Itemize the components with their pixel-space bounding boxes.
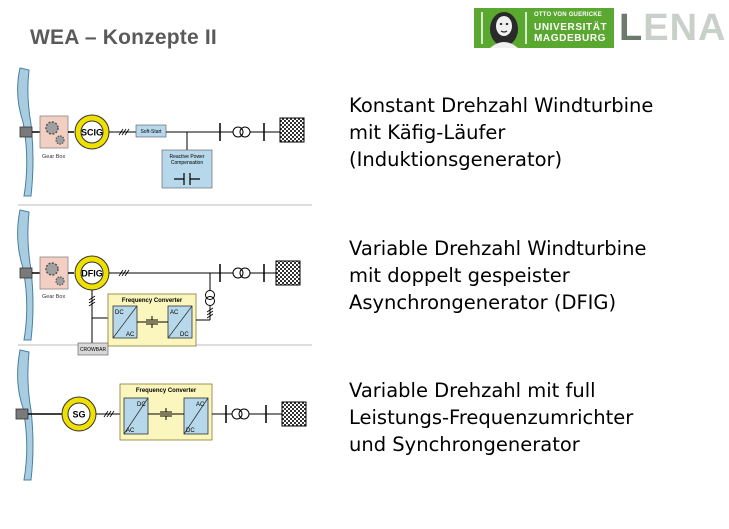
- description-line: Variable Drehzahl mit full: [349, 379, 596, 402]
- concept-scig-diagram: Gear Box SCIG Soft-Start Reactive Power …: [17, 67, 305, 197]
- description-line: Leistungs-Frequenzumrichter: [349, 406, 634, 429]
- grid-icon: [281, 401, 307, 427]
- concept-sg-diagram: SG Frequency Converter DC AC AC DC: [15, 349, 307, 481]
- converter-label: Frequency Converter: [136, 388, 197, 394]
- concept-2-description: Variable Drehzahl Windturbine mit doppel…: [349, 235, 646, 316]
- transformer-icon: [232, 267, 244, 279]
- gearbox-label: Gear Box: [42, 154, 65, 160]
- dc-label: DC: [137, 402, 146, 408]
- converter-label: Frequency Converter: [122, 298, 183, 304]
- lena-logo-text: LENA: [619, 7, 727, 49]
- generator-label: DFIG: [81, 269, 103, 279]
- dc-label: DC: [186, 428, 195, 434]
- portrait-icon: [481, 12, 527, 48]
- hub-icon: [15, 408, 29, 420]
- softstart-label: Soft-Start: [140, 129, 162, 135]
- description-line: und Synchrongenerator: [349, 433, 580, 456]
- concept-dfig-diagram: Gear Box DFIG CROWBAR Frequency Converte…: [17, 209, 301, 356]
- transformer-icon: [205, 296, 215, 306]
- capacitor-icon: [160, 408, 172, 420]
- logo-line-1: OTTO VON GUERICKE: [534, 12, 602, 18]
- grid-icon: [275, 260, 301, 286]
- slide-title: WEA – Konzepte II: [30, 26, 217, 49]
- logo-line-3: MAGDEBURG: [534, 33, 607, 44]
- description-line: (Induktionsgenerator): [349, 148, 563, 171]
- description-line: mit doppelt gespeister: [349, 264, 570, 287]
- description-line: mit Käfig-Läufer: [349, 121, 506, 144]
- gearbox-label: Gear Box: [42, 294, 65, 300]
- dc-label: DC: [115, 310, 124, 316]
- description-line: Konstant Drehzahl Windturbine: [349, 94, 654, 117]
- university-logo: OTTO VON GUERICKE UNIVERSITÄT MAGDEBURG …: [474, 7, 729, 49]
- gear-icon: [45, 262, 59, 276]
- logo-line-2: UNIVERSITÄT: [534, 22, 608, 33]
- ac-label: AC: [196, 402, 205, 408]
- crowbar-box: [77, 342, 109, 356]
- ac-label: AC: [126, 332, 135, 338]
- compensation-box: [161, 149, 213, 189]
- generator-label: SG: [72, 410, 85, 420]
- hub-icon: [19, 126, 33, 138]
- capacitor-icon: [146, 316, 158, 328]
- gear-icon: [45, 121, 59, 135]
- ac-label: AC: [170, 310, 179, 316]
- concept-3-description: Variable Drehzahl mit full Leistungs-Fre…: [349, 377, 633, 458]
- description-line: Asynchrongenerator (DFIG): [349, 291, 617, 314]
- hub-icon: [19, 267, 33, 279]
- gearbox-icon: [39, 115, 69, 149]
- ac-label: AC: [126, 428, 135, 434]
- transformer-icon: [232, 126, 244, 138]
- generator-label: SCIG: [81, 128, 103, 138]
- logo-green-box: OTTO VON GUERICKE UNIVERSITÄT MAGDEBURG: [474, 8, 614, 48]
- crowbar-label: CROWBAR: [80, 347, 107, 353]
- softstart-box: [135, 124, 167, 138]
- concept-1-description: Konstant Drehzahl Windturbine mit Käfig-…: [349, 92, 653, 173]
- transformer-icon: [231, 408, 243, 420]
- compensation-label-2: Compensation: [171, 160, 203, 166]
- description-line: Variable Drehzahl Windturbine: [349, 237, 647, 260]
- capacitor-icon: [174, 173, 200, 185]
- dc-label: DC: [180, 332, 189, 338]
- compensation-label-1: Reactive Power: [169, 154, 204, 160]
- grid-icon: [279, 117, 305, 143]
